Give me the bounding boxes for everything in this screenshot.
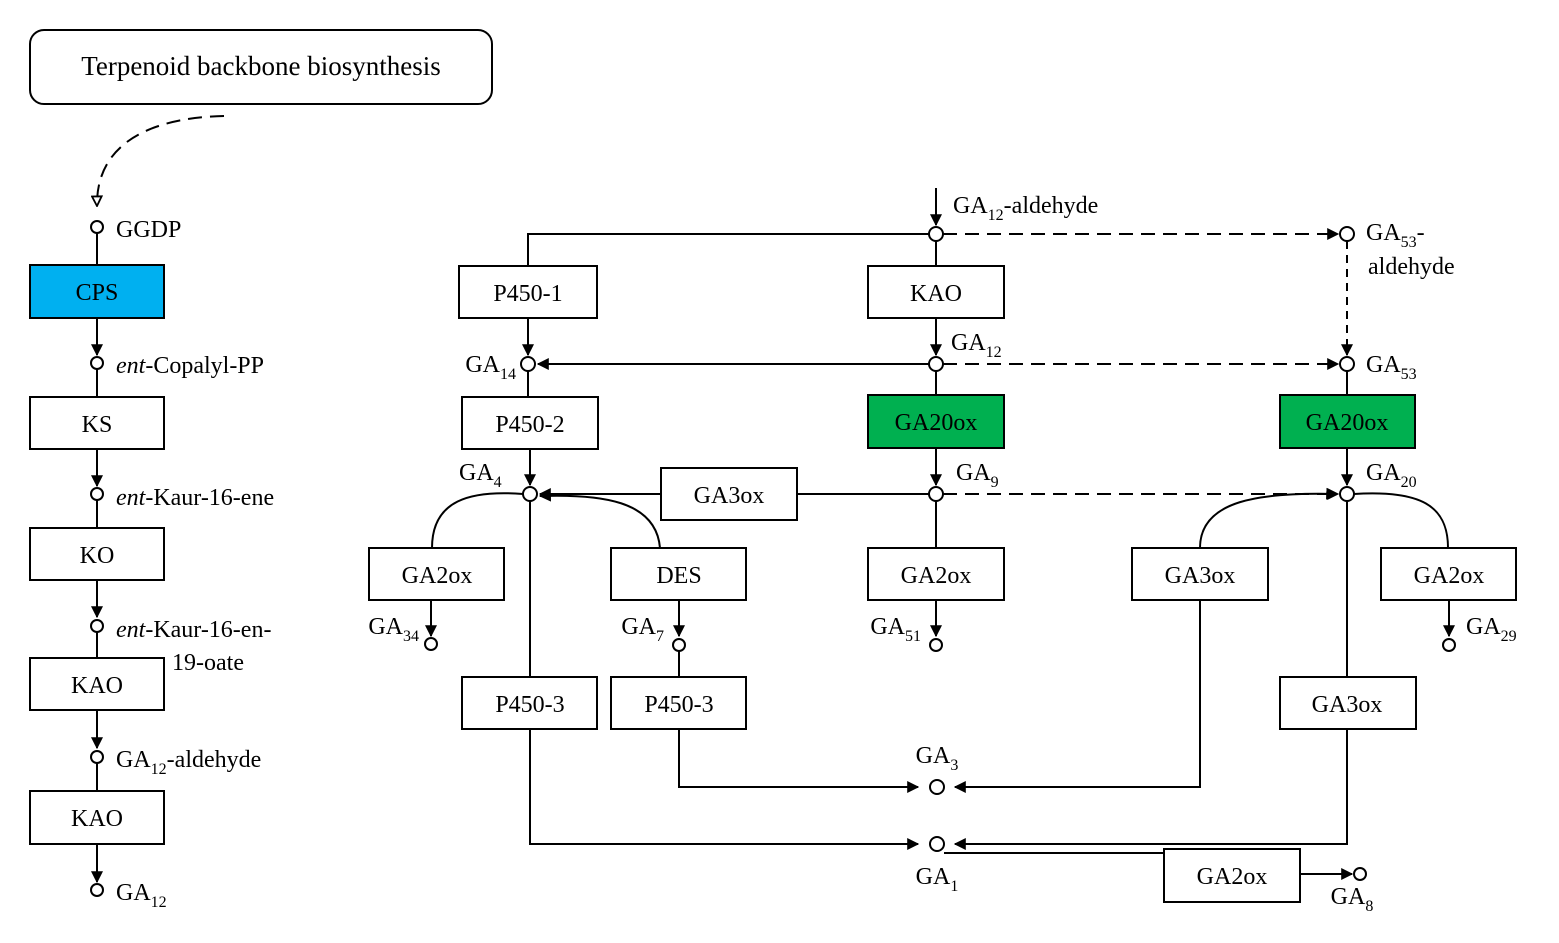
ga8-node <box>1353 867 1367 881</box>
des-label: DES <box>656 563 701 589</box>
ga7-label: GA7 <box>621 614 664 645</box>
ga2ox-ga4-label: GA2ox <box>402 563 473 589</box>
ga20ox-mid-label: GA20ox <box>895 410 978 436</box>
ga8-label: GA8 <box>1331 884 1374 915</box>
ga12-aldehyde-top-label: GA12-aldehyde <box>953 193 1098 224</box>
p450-3-right-label: P450-3 <box>644 692 713 718</box>
kaurene-node <box>90 487 104 501</box>
ga7-node <box>672 638 686 652</box>
ga53-aldehyde-label-line2: aldehyde <box>1368 254 1455 280</box>
ga2ox-ga9-label: GA2ox <box>901 563 972 589</box>
ggdp-label: GGDP <box>116 217 181 243</box>
ga29-label: GA29 <box>1466 614 1517 645</box>
ga12-aldehyde-left-label: GA12-aldehyde <box>116 747 261 778</box>
ga51-node <box>929 638 943 652</box>
ga12-left-node <box>90 883 104 897</box>
ga3ox-bottom-label: GA3ox <box>1312 692 1383 718</box>
ga9-node <box>928 486 944 502</box>
ga3ox-ga20-box <box>1131 547 1269 601</box>
cps-label: CPS <box>76 280 119 306</box>
ga3ox-top-box <box>660 467 798 521</box>
p450-2-box <box>461 396 599 450</box>
ga20-node <box>1339 486 1355 502</box>
ga20ox-right-box <box>1279 394 1416 449</box>
ko-box <box>29 527 165 581</box>
ga1-node <box>929 836 945 852</box>
p450-3-left-label: P450-3 <box>495 692 564 718</box>
ga3-node <box>929 779 945 795</box>
p450-3-right-box <box>610 676 747 730</box>
ks-box <box>29 396 165 450</box>
ga2ox-ga1-label: GA2ox <box>1197 864 1268 890</box>
ga20-label: GA20 <box>1366 460 1417 491</box>
ga3-label: GA3 <box>916 743 959 774</box>
ga3ox-top-label: GA3ox <box>694 483 765 509</box>
ga4-node <box>522 486 538 502</box>
copalyl-label: ent-Copalyl-PP <box>116 353 264 379</box>
ga2ox-ga9-box <box>867 547 1005 601</box>
p450-1-box <box>458 265 598 319</box>
right-network: GA12-aldehyde P450-1 GA53- aldehyde KAO … <box>368 188 1517 915</box>
ga2ox-ga1-box <box>1163 848 1301 903</box>
kao-left-1-label: KAO <box>71 673 123 699</box>
des-box <box>610 547 747 601</box>
ga1-label: GA1 <box>916 864 959 895</box>
kaurenoate-label-line1: ent-Kaur-16-en- <box>116 617 271 643</box>
ga12-aldehyde-top-node <box>928 226 944 242</box>
kaurenoate-label-line2: 19-oate <box>172 650 244 676</box>
p450-1-label: P450-1 <box>493 281 562 307</box>
ga12-node <box>928 356 944 372</box>
terpenoid-backbone-box <box>29 29 493 105</box>
kao-left-1-box <box>29 657 165 711</box>
terpenoid-to-ggdp-arrow <box>97 115 225 206</box>
ko-label: KO <box>80 543 115 569</box>
ga2ox-ga20-box <box>1380 547 1517 601</box>
ga4-label: GA4 <box>459 460 502 491</box>
ga3ox-ga20-label: GA3ox <box>1165 563 1236 589</box>
ggdp-node <box>90 220 104 234</box>
ga20ox-mid-box <box>867 394 1005 449</box>
ga2ox-ga4-box <box>368 547 505 601</box>
ga12-aldehyde-left-node <box>90 750 104 764</box>
ga14-label: GA14 <box>465 352 516 383</box>
ks-label: KS <box>82 412 113 438</box>
ga53-label: GA53 <box>1366 352 1417 383</box>
ga14-node <box>520 356 536 372</box>
copalyl-node <box>90 356 104 370</box>
ga53-aldehyde-label: GA53- <box>1366 220 1425 251</box>
kao-main-label: KAO <box>910 281 962 307</box>
ga20ox-right-label: GA20ox <box>1306 410 1389 436</box>
ga29-node <box>1442 638 1456 652</box>
ga9-label: GA9 <box>956 460 999 491</box>
ga3ox-bottom-box <box>1279 676 1417 730</box>
ga2ox-ga20-label: GA2ox <box>1414 563 1485 589</box>
cps-box <box>29 264 165 319</box>
ga53-node <box>1339 356 1355 372</box>
p450-2-label: P450-2 <box>495 412 564 438</box>
ga34-label: GA34 <box>368 614 419 645</box>
kaurene-label: ent-Kaur-16-ene <box>116 485 274 511</box>
terpenoid-backbone-label: Terpenoid backbone biosynthesis <box>81 51 441 81</box>
ga12-left-label: GA12 <box>116 880 167 911</box>
ga51-label: GA51 <box>870 614 921 645</box>
ga12-label: GA12 <box>951 330 1002 361</box>
ga34-node <box>424 637 438 651</box>
ga53-aldehyde-node <box>1339 226 1355 242</box>
left-pathway: GGDP CPS ent-Copalyl-PP KS ent-Kaur-16-e… <box>29 217 274 911</box>
kao-left-2-label: KAO <box>71 806 123 832</box>
kaurenoate-node <box>90 619 104 633</box>
